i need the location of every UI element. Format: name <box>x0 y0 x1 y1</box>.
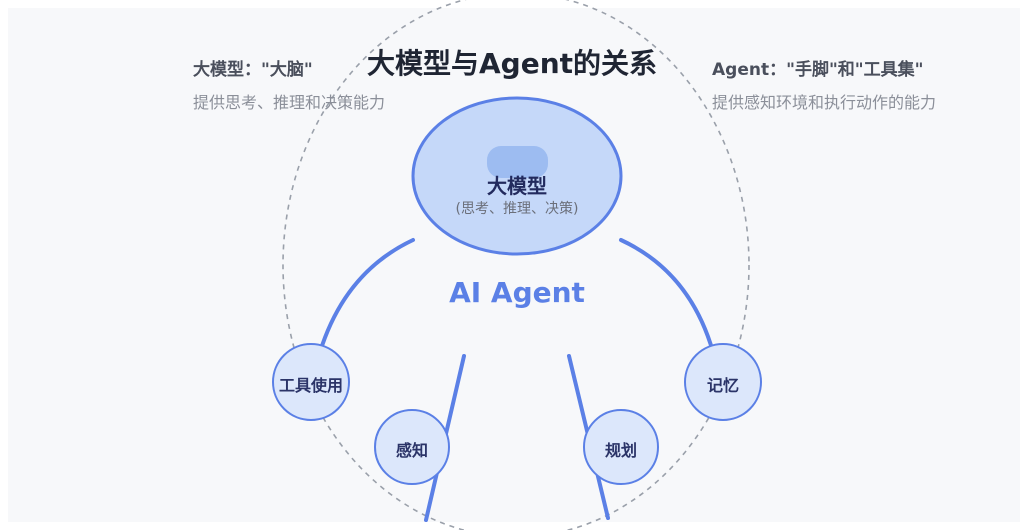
agent-boundary-ellipse <box>282 0 750 530</box>
diagram-background <box>8 8 1020 522</box>
node-tool-use-circle <box>272 343 350 421</box>
connector-memory <box>619 238 715 354</box>
connector-tool-use <box>318 238 415 354</box>
node-memory-label: 记忆 <box>706 376 739 395</box>
center-model-title: 大模型 <box>487 174 547 198</box>
center-model-subtitle: (思考、推理、决策) <box>455 201 579 217</box>
right-description: 提供感知环境和执行动作的能力 <box>712 93 937 112</box>
diagram-title: 大模型与Agent的关系 <box>366 47 658 80</box>
center-model-highlight <box>487 146 548 178</box>
left-heading: 大模型："大脑" <box>193 60 313 80</box>
node-perception-circle <box>374 409 450 485</box>
node-tool-use-label: 工具使用 <box>278 376 343 395</box>
right-heading: Agent："手脚"和"工具集" <box>712 60 924 80</box>
node-planning-label: 规划 <box>604 441 637 460</box>
node-memory-circle <box>684 343 762 421</box>
ai-agent-label: AI Agent <box>449 276 585 309</box>
left-description: 提供思考、推理和决策能力 <box>193 93 386 112</box>
node-planning-circle <box>583 409 659 485</box>
node-perception-label: 感知 <box>395 441 428 460</box>
